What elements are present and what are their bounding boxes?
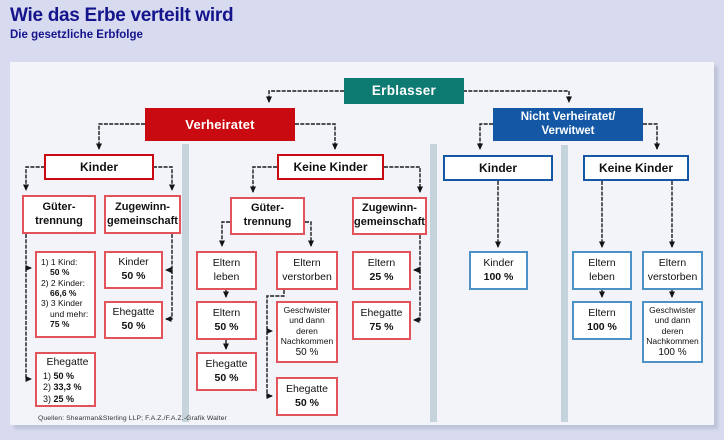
node-label: Kinder bbox=[483, 256, 514, 269]
node-ehegatte-50-zugewinn: Ehegatte 50 % bbox=[104, 301, 163, 339]
node-geschwister-50: Geschwister und dann deren Nachkommen 50… bbox=[276, 301, 338, 363]
node-eltern-50: Eltern 50 % bbox=[196, 301, 257, 340]
share-item: 1) 1 Kind: bbox=[41, 257, 78, 267]
node-geschwister-100: Geschwister und dann deren Nachkommen 10… bbox=[642, 301, 703, 363]
section-divider-right bbox=[561, 145, 568, 422]
node-verheiratet: Verheiratet bbox=[145, 108, 295, 141]
node-label: Eltern bbox=[588, 306, 616, 319]
node-value: 50 % bbox=[295, 346, 319, 358]
node-value: 50 % bbox=[295, 396, 319, 409]
node-kinder-50: Kinder 50 % bbox=[104, 251, 163, 289]
share-item: 1) 50 % bbox=[43, 370, 75, 381]
node-eltern-25: Eltern 25 % bbox=[352, 251, 411, 290]
node-kinder-verheiratet: Kinder bbox=[44, 154, 154, 180]
node-eltern-verstorben-mid: Eltern verstorben bbox=[276, 251, 338, 290]
node-zugewinngemeinschaft-kinder: Zugewinn- gemeinschaft bbox=[104, 195, 181, 234]
section-divider-left bbox=[182, 144, 189, 422]
node-label: Geschwister und dann deren Nachkommen bbox=[646, 305, 699, 346]
share-item: 3) 3 Kinder bbox=[41, 298, 83, 309]
node-label: Ehegatte bbox=[46, 356, 89, 368]
node-label: Ehegatte bbox=[112, 306, 155, 319]
node-erblasser: Erblasser bbox=[344, 78, 464, 104]
share-item: 2) 33,3 % bbox=[43, 382, 82, 393]
node-kinder-anteile: 1) 1 Kind: 50 % 2) 2 Kinder: 66,6 % 3) 3… bbox=[35, 251, 96, 338]
share-value: 66,6 % bbox=[50, 288, 77, 299]
share-value: 75 % bbox=[50, 319, 70, 330]
node-value: 25 % bbox=[369, 270, 394, 283]
section-divider-center bbox=[430, 144, 437, 422]
share-item: 3) 25 % bbox=[43, 394, 75, 405]
node-guetertrennung-kinder: Güter- trennung bbox=[22, 195, 96, 234]
share-item: und mehr: bbox=[50, 308, 89, 319]
share-item: 2) 2 Kinder: bbox=[41, 277, 85, 288]
node-eltern-100: Eltern 100 % bbox=[572, 301, 632, 340]
node-label: Ehegatte bbox=[205, 357, 248, 370]
node-label: Eltern verstorben bbox=[647, 256, 698, 283]
node-keine-kinder-nicht-verheiratet: Keine Kinder bbox=[583, 155, 689, 181]
node-value: 50 % bbox=[121, 320, 146, 332]
node-kinder-nicht-verheiratet: Kinder bbox=[443, 155, 553, 181]
node-label: Ehegatte bbox=[360, 306, 403, 319]
node-label: Ehegatte bbox=[285, 382, 329, 395]
node-label: Eltern leben bbox=[588, 256, 616, 283]
node-ehegatte-75: Ehegatte 75 % bbox=[352, 301, 411, 340]
node-value: 50 % bbox=[214, 320, 239, 333]
node-label: Eltern bbox=[367, 256, 396, 269]
node-ehegatte-50-a: Ehegatte 50 % bbox=[196, 352, 257, 391]
node-label: Eltern verstorben bbox=[282, 256, 332, 283]
node-label: Geschwister und dann deren Nachkommen bbox=[280, 305, 334, 346]
node-nicht-verheiratet-verwitwet: Nicht Verheiratet/ Verwitwet bbox=[493, 108, 643, 141]
node-keine-kinder-verheiratet: Keine Kinder bbox=[277, 154, 384, 180]
node-kinder-100: Kinder 100 % bbox=[469, 251, 528, 290]
node-eltern-leben-right: Eltern leben bbox=[572, 251, 632, 290]
page-title: Wie das Erbe verteilt wird bbox=[10, 5, 234, 26]
node-value: 50 % bbox=[121, 270, 146, 282]
node-label: Kinder bbox=[118, 256, 149, 269]
source-credit: Quellen: Shearman&Sterling LLP; F.A.Z./F… bbox=[38, 415, 227, 422]
node-label: Eltern leben bbox=[212, 256, 241, 283]
node-value: 75 % bbox=[369, 320, 394, 333]
node-zugewinngemeinschaft-keine-kinder: Zugewinn- gemeinschaft bbox=[352, 197, 427, 235]
node-eltern-leben-mid: Eltern leben bbox=[196, 251, 257, 290]
share-value: 50 % bbox=[50, 267, 70, 278]
node-value: 100 % bbox=[483, 270, 514, 283]
node-value: 50 % bbox=[214, 371, 239, 384]
node-guetertrennung-keine-kinder: Güter- trennung bbox=[230, 197, 305, 235]
node-ehegatte-anteile: Ehegatte 1) 50 % 2) 33,3 % 3) 25 % bbox=[35, 352, 96, 407]
node-value: 100 % bbox=[658, 346, 687, 358]
node-label: Eltern bbox=[212, 306, 241, 319]
node-eltern-verstorben-right: Eltern verstorben bbox=[642, 251, 703, 290]
node-value: 100 % bbox=[587, 320, 617, 333]
node-ehegatte-50-b: Ehegatte 50 % bbox=[276, 377, 338, 416]
page-subtitle: Die gesetzliche Erbfolge bbox=[10, 29, 143, 41]
